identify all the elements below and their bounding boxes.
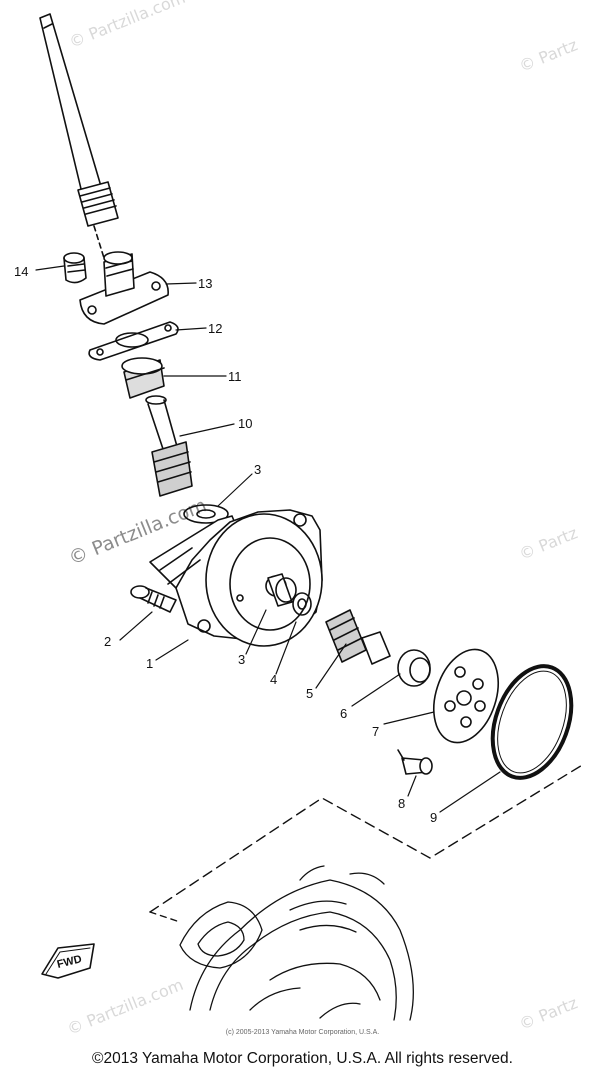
fwd-label: FWD xyxy=(56,953,83,971)
engine-case-sketch xyxy=(179,865,414,1021)
part-number-label: 11 xyxy=(228,369,242,384)
part-number-label: 12 xyxy=(208,321,222,336)
part-number-label: 5 xyxy=(306,686,313,701)
assembly-outline-left xyxy=(149,911,181,923)
watermark-bottom-right: © Partz xyxy=(516,993,580,1033)
screw-part-8 xyxy=(397,749,433,775)
copyright-footer: ©2013 Yamaha Motor Corporation, U.S.A. A… xyxy=(92,1050,513,1067)
assembly-outline xyxy=(149,763,585,913)
part-number-label: 14 xyxy=(14,264,28,279)
part-number-label: 1 xyxy=(146,656,153,671)
driven-gear-shaft-part-10 xyxy=(145,395,193,497)
part-number-label: 2 xyxy=(104,634,111,649)
screw-part-14 xyxy=(63,252,87,284)
rotor-plate-part-7 xyxy=(433,648,499,744)
part-number-label: 9 xyxy=(430,810,437,825)
small-copyright-notice: (c) 2005-2013 Yamaha Motor Corporation, … xyxy=(225,1029,380,1036)
part-number-label: 6 xyxy=(340,706,347,721)
part-number-label: 4 xyxy=(270,672,277,687)
part-number-label: 8 xyxy=(398,796,405,811)
part-number-label: 13 xyxy=(198,276,212,291)
part-number-label: 3 xyxy=(254,462,261,477)
fwd-arrow-badge xyxy=(41,943,95,979)
washer-part-4 xyxy=(292,592,312,616)
cup-part-6 xyxy=(397,649,431,687)
spacer-part-3-lower xyxy=(265,573,297,607)
washer-part-3-upper xyxy=(183,504,229,524)
part-number-label: 10 xyxy=(238,416,252,431)
o-ring-part-9 xyxy=(490,664,574,780)
drive-gear-part-5 xyxy=(325,609,391,665)
cable-housing-part-13 xyxy=(79,251,169,325)
bolt-part-2 xyxy=(130,585,177,613)
watermark-top-left: © Partzilla.com xyxy=(66,0,188,52)
part-number-label: 3 xyxy=(238,652,245,667)
speedometer-cable-shaft xyxy=(39,13,119,259)
part-number-label: 7 xyxy=(372,724,379,739)
gasket-part-12 xyxy=(88,321,179,361)
pump-housing-part-1 xyxy=(149,509,323,647)
bushing-part-11 xyxy=(121,357,165,399)
watermark-mid-right: © Partz xyxy=(516,523,580,563)
leader-lines xyxy=(35,265,501,813)
watermark-top-right: © Partz xyxy=(516,35,580,75)
